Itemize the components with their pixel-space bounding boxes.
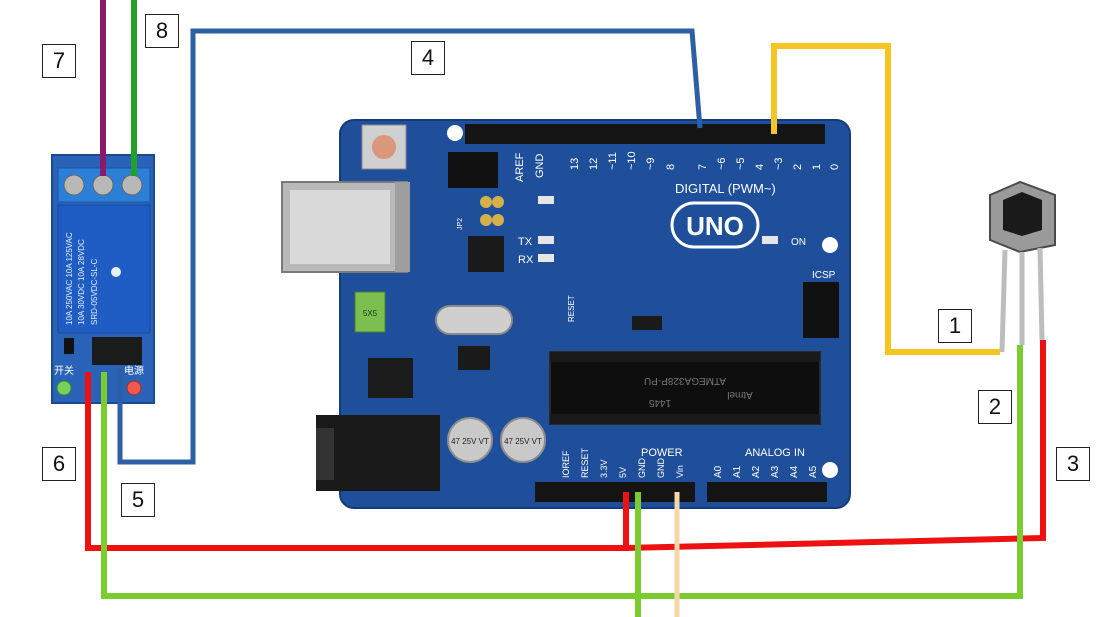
pin-label-3: ~3 — [773, 157, 785, 170]
capacitor-right: 47 25V VT — [500, 417, 546, 463]
pin-label-a5: A5 — [808, 465, 819, 478]
pin-label-13: 13 — [569, 158, 581, 170]
power-header — [535, 482, 695, 502]
pin-label-0: 0 — [829, 164, 841, 170]
pin-label-10: ~10 — [626, 151, 638, 170]
pin-label-gnd-2: GND — [656, 458, 666, 479]
capacitor-left: 47 25V VT — [447, 417, 493, 463]
relay-status-led-green — [56, 380, 72, 396]
power-section-label: POWER — [641, 447, 683, 459]
callout-1: 1 — [938, 309, 972, 343]
chip-date-label: 1445 — [648, 397, 671, 408]
relay-switch-label: 开关 — [54, 364, 74, 377]
uno-logo: UNO — [670, 201, 760, 249]
dc-power-jack — [316, 415, 440, 491]
pin-label-aref: AREF — [514, 152, 526, 182]
l-led — [538, 196, 554, 204]
wire-1-yellow-signal — [771, 43, 1000, 355]
chip-model-label: ATMEGA328P-PU — [644, 375, 726, 386]
usb-connector — [281, 181, 410, 273]
pin-label-2: 2 — [792, 164, 804, 170]
pin-label-6: ~6 — [716, 157, 728, 170]
callout-2: 2 — [978, 390, 1012, 424]
voltage-regulator — [368, 358, 413, 398]
crystal-oscillator — [435, 305, 513, 335]
pin-label-gnd-top: GND — [534, 154, 546, 179]
relay-power-led-red — [126, 380, 142, 396]
relay-spec-line-1: 10A 250VAC 10A 125VAC — [65, 232, 74, 325]
icsp-header: ICSP — [803, 270, 839, 338]
relay-power-label: 电源 — [124, 364, 144, 377]
jp2-label: JP2 — [457, 218, 464, 230]
pin-label-5v: 5V — [618, 467, 628, 478]
pin-label-a2: A2 — [751, 465, 762, 478]
rx-label: RX — [518, 254, 534, 266]
wire-5-green-relay-gnd — [101, 345, 1023, 599]
small-ic-2 — [632, 316, 662, 330]
pin-label-12: 12 — [588, 158, 600, 170]
callout-5: 5 — [121, 483, 155, 517]
callout-8: 8 — [145, 14, 179, 48]
capacitor-left-label: 47 25V VT — [451, 437, 489, 446]
reset-label: RESET — [567, 295, 576, 322]
pin-label-ioref: IOREF — [561, 450, 571, 478]
pin-label-3v3: 3.3V — [599, 459, 609, 478]
tx-led — [538, 236, 554, 244]
arduino-uno-board: 47 25V VT 47 25V VT 5X5 JP2 — [281, 119, 851, 509]
analog-pin-labels: A0 A1 A2 A3 A4 A5 — [713, 465, 819, 478]
reset-button — [361, 124, 407, 170]
icsp-label: ICSP — [812, 270, 836, 281]
relay-model-label: SRD-05VDC-SL-C — [90, 259, 99, 325]
wire-4-blue-relay-signal — [117, 28, 703, 465]
on-label: ON — [791, 237, 806, 248]
atmega-chip: ATMEGA328P-PU Atmel 1445 — [549, 351, 821, 425]
pin-label-7: 7 — [697, 164, 709, 170]
chip-brand-label: Atmel — [727, 389, 753, 400]
uno-logo-text: UNO — [686, 211, 744, 241]
pin-label-a4: A4 — [789, 465, 800, 478]
pin-label-11: ~11 — [607, 152, 619, 170]
wire-6-red-relay-vcc — [85, 372, 629, 551]
jp2-header: JP2 — [448, 152, 504, 230]
digital-pin-labels: AREF GND 13 12 ~11 ~10 ~9 8 7 ~6 ~5 4 ~3… — [514, 151, 841, 182]
wires — [85, 0, 1046, 617]
callout-6: 6 — [42, 447, 76, 481]
digital-header — [465, 124, 825, 144]
capacitor-right-label: 47 25V VT — [504, 437, 542, 446]
ir-receiver-sensor — [989, 180, 1056, 353]
power-led — [762, 236, 778, 244]
pin-label-a0: A0 — [713, 465, 724, 478]
wire-3-red-sensor-vcc — [625, 340, 1046, 551]
relay-module: 10A 250VAC 10A 125VAC 10A 30VDC 10A 28VD… — [51, 154, 155, 404]
pin-label-1: 1 — [811, 164, 823, 170]
fuse: 5X5 — [354, 291, 386, 333]
usb-interface-chip — [468, 236, 504, 272]
callout-7: 7 — [42, 44, 76, 78]
pin-label-a1: A1 — [732, 465, 743, 478]
pin-label-gnd-1: GND — [637, 458, 647, 479]
digital-section-label: DIGITAL (PWM~) — [675, 181, 776, 196]
analog-section-label: ANALOG IN — [745, 447, 805, 459]
callout-3: 3 — [1056, 447, 1090, 481]
small-ic — [458, 346, 490, 370]
pin-label-vin: Vin — [675, 465, 685, 478]
pin-label-8: 8 — [665, 164, 677, 170]
pin-label-9: ~9 — [645, 157, 657, 170]
fuse-label: 5X5 — [363, 309, 378, 318]
tx-label: TX — [518, 236, 533, 248]
relay-spec-line-2: 10A 30VDC 10A 28VDC — [77, 239, 86, 325]
pin-label-5: ~5 — [735, 157, 747, 170]
callout-4: 4 — [411, 41, 445, 75]
analog-header — [707, 482, 827, 502]
pin-label-4: 4 — [754, 164, 766, 170]
rx-led — [538, 254, 554, 262]
pin-label-reset: RESET — [580, 447, 590, 478]
power-pin-labels: IOREF RESET 3.3V 5V GND GND Vin — [561, 447, 685, 478]
pin-label-a3: A3 — [770, 465, 781, 478]
